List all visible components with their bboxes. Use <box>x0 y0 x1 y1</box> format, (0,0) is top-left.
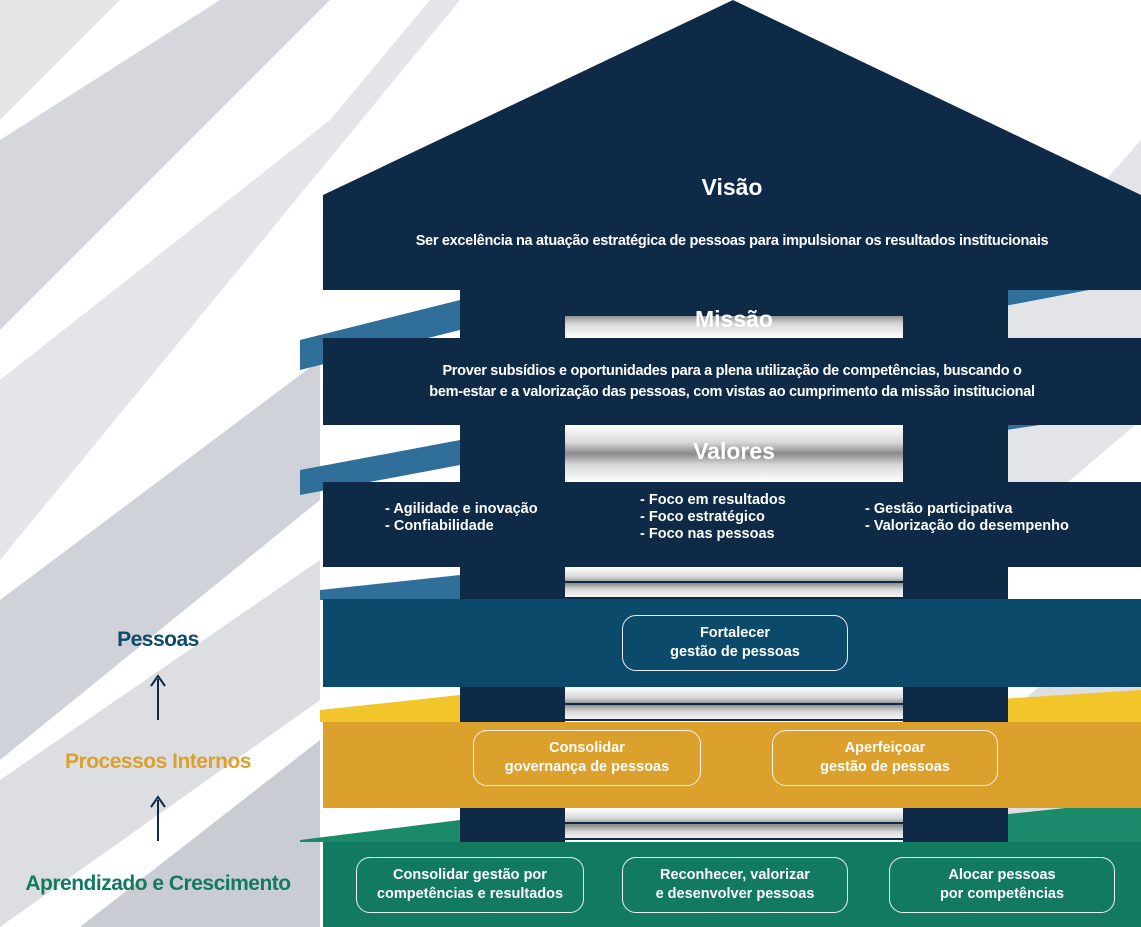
value-item: - Confiabilidade <box>385 518 494 534</box>
objective-line: Reconhecer, valorizar <box>660 867 810 883</box>
value-item: - Foco em resultados <box>640 492 786 508</box>
objective-consolidar-governanca: Consolidar governança de pessoas <box>473 730 701 786</box>
mission-text-line2: bem-estar e a valorização das pessoas, c… <box>429 384 1035 400</box>
pessoas-band <box>323 599 1141 687</box>
arrow-up-icon <box>150 795 166 841</box>
values-col-3: - Gestão participativa - Valorização do … <box>865 501 1069 535</box>
objective-line: gestão de pessoas <box>820 759 950 775</box>
objective-gestao-competencias: Consolidar gestão por competências e res… <box>356 857 584 913</box>
objective-line: Alocar pessoas <box>948 867 1056 883</box>
objective-line: competências e resultados <box>376 886 564 902</box>
value-item: - Foco nas pessoas <box>640 526 775 542</box>
objective-aperfeicoar: Aperfeiçoar gestão de pessoas <box>772 730 998 786</box>
value-item: - Agilidade e inovação <box>385 501 538 517</box>
objective-line: e desenvolver pessoas <box>655 886 815 902</box>
objective-line: governança de pessoas <box>504 759 670 775</box>
objective-line: gestão de pessoas <box>670 644 800 660</box>
label-pessoas: Pessoas <box>117 628 199 651</box>
mission-header-bar <box>565 290 903 316</box>
value-item: - Foco estratégico <box>640 509 765 525</box>
objective-line: Fortalecer <box>699 625 771 641</box>
objective-fortalecer: Fortalecer gestão de pessoas <box>622 615 848 671</box>
values-col-1: - Agilidade e inovação - Confiabilidade <box>385 501 538 535</box>
mission-text-line1: Prover subsídios e oportunidades para a … <box>442 363 1022 379</box>
objective-alocar: Alocar pessoas por competências <box>889 857 1115 913</box>
value-item: - Valorização do desempenho <box>865 518 1069 534</box>
separator-lines-1 <box>565 567 903 599</box>
objective-line: Consolidar gestão por <box>393 867 547 883</box>
mission-title: Missão <box>695 306 773 332</box>
arrow-up-icon <box>150 674 166 720</box>
objective-reconhecer: Reconhecer, valorizar e desenvolver pess… <box>622 857 848 913</box>
objective-line: Aperfeiçoar <box>844 740 926 756</box>
values-band <box>323 482 1141 567</box>
objective-line: por competências <box>939 886 1065 902</box>
values-col-2: - Foco em resultados - Foco estratégico … <box>640 492 786 543</box>
mission-band <box>323 338 1141 425</box>
separator-lines-3 <box>565 808 903 840</box>
roof-shape <box>323 0 1141 290</box>
label-processos: Processos Internos <box>65 750 251 773</box>
separator-lines-2 <box>565 689 903 721</box>
value-item: - Gestão participativa <box>865 501 1013 517</box>
values-shade <box>565 425 903 482</box>
label-aprendizado: Aprendizado e Crescimento <box>25 872 291 895</box>
vision-text: Ser excelência na atuação estratégica de… <box>415 233 1049 249</box>
vision-title: Visão <box>701 174 763 200</box>
objective-line: Consolidar <box>549 740 625 756</box>
values-title: Valores <box>693 438 775 464</box>
processos-band <box>323 722 1141 808</box>
